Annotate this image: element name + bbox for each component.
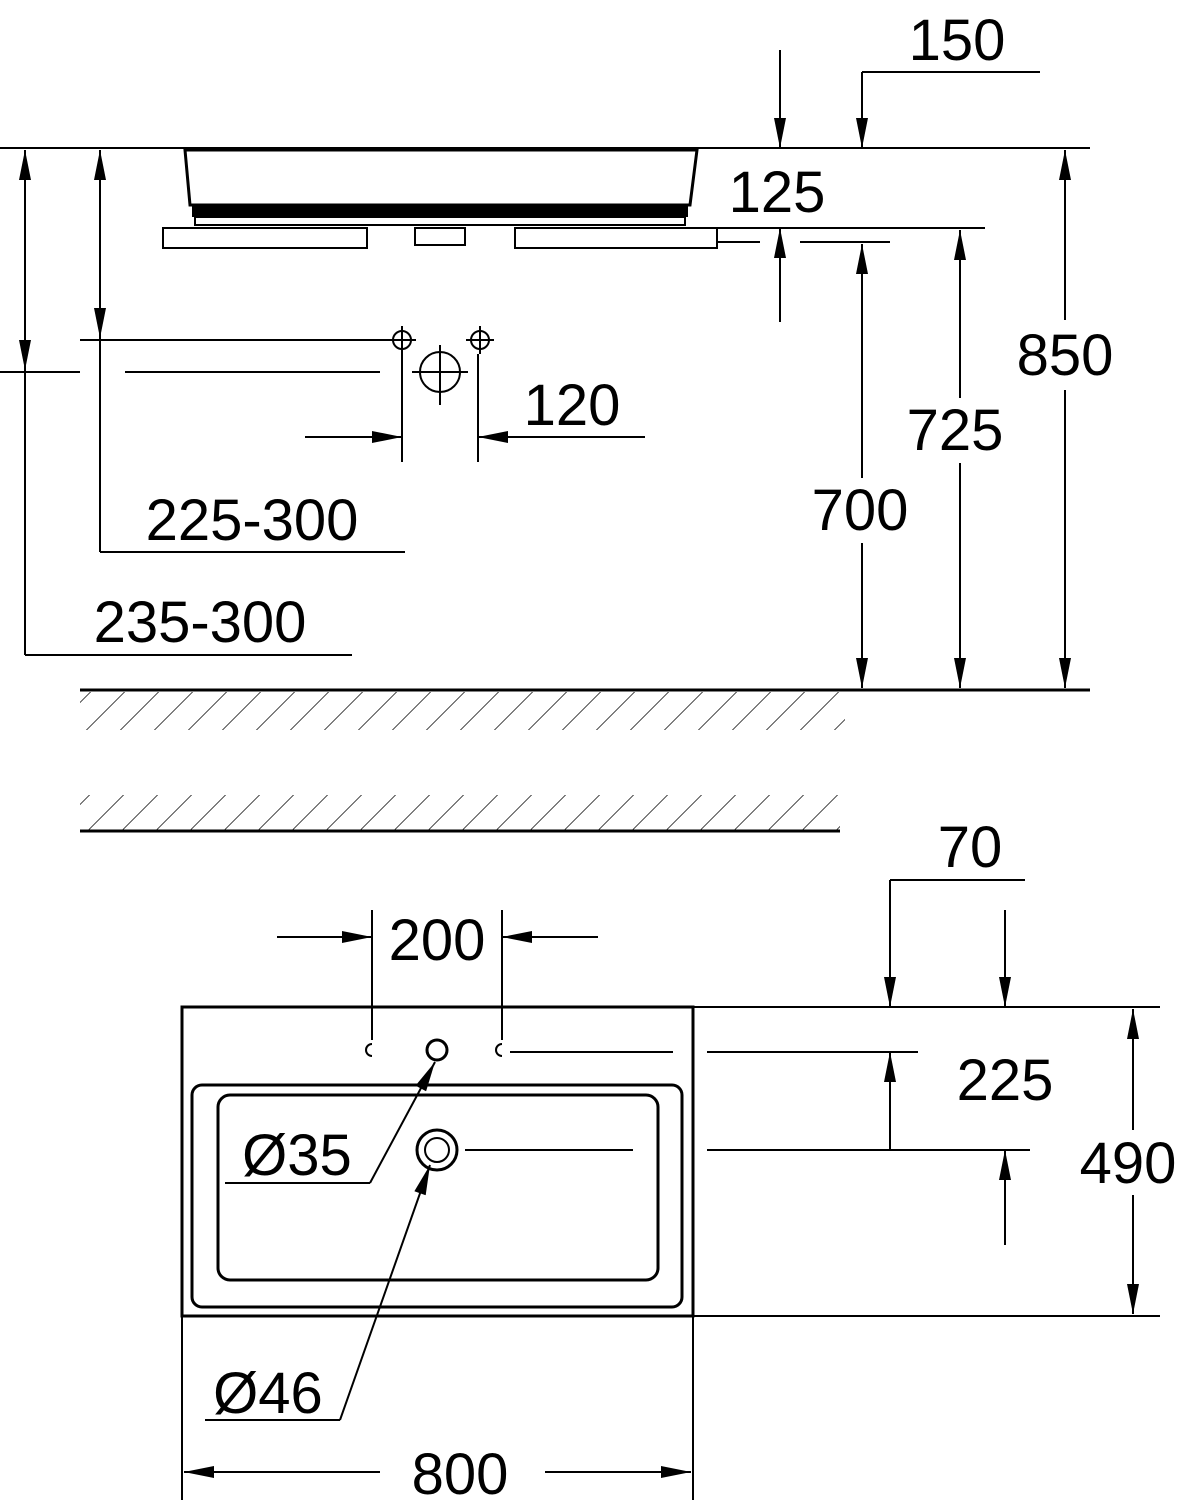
tap-hole [425,1038,449,1062]
dimension-850: 850 [1005,150,1125,688]
top-view: 200 70 225 490 Ø35 [180,815,1186,1500]
dimension-235-300: 235-300 [0,150,380,656]
label-850: 850 [1017,323,1114,388]
dimension-70: 70 [884,815,1025,1007]
label-diameter-46: Ø46 [213,1361,323,1426]
dimension-diameter-35: Ø35 [225,1061,436,1188]
dimension-diameter-46: Ø46 [205,1164,431,1426]
dimension-225-300: 225-300 [80,150,405,553]
label-200: 200 [389,908,486,973]
label-225: 225 [957,1048,1054,1113]
label-225-300: 225-300 [146,488,359,553]
dimension-125: 125 [729,160,826,322]
dimension-120: 120 [305,354,645,462]
dimension-800: 800 [181,1316,694,1500]
dimension-700: 700 [805,244,920,688]
label-diameter-35: Ø35 [242,1123,352,1188]
label-150: 150 [909,8,1006,73]
label-700: 700 [812,478,909,543]
label-725: 725 [907,398,1004,463]
basin-side-profile [183,148,699,226]
label-70: 70 [938,815,1003,880]
dimension-225: 225 [884,1048,1054,1245]
dimension-150: 150 [774,8,1040,148]
wall-connections [388,326,494,405]
label-120: 120 [524,373,621,438]
label-490: 490 [1080,1131,1177,1196]
label-125: 125 [729,160,826,225]
floor-hatch [80,688,1090,730]
drain [415,1128,459,1172]
dimension-200: 200 [277,908,598,1040]
countertop-section [162,227,718,249]
basin-plan [180,1005,695,1318]
dimension-725: 725 [900,230,1015,688]
section-break-hatch [80,795,840,833]
label-235-300: 235-300 [94,590,307,655]
label-800: 800 [412,1442,509,1500]
dimension-490: 490 [1070,1009,1186,1314]
side-view: 150 125 850 725 700 [0,8,1125,730]
